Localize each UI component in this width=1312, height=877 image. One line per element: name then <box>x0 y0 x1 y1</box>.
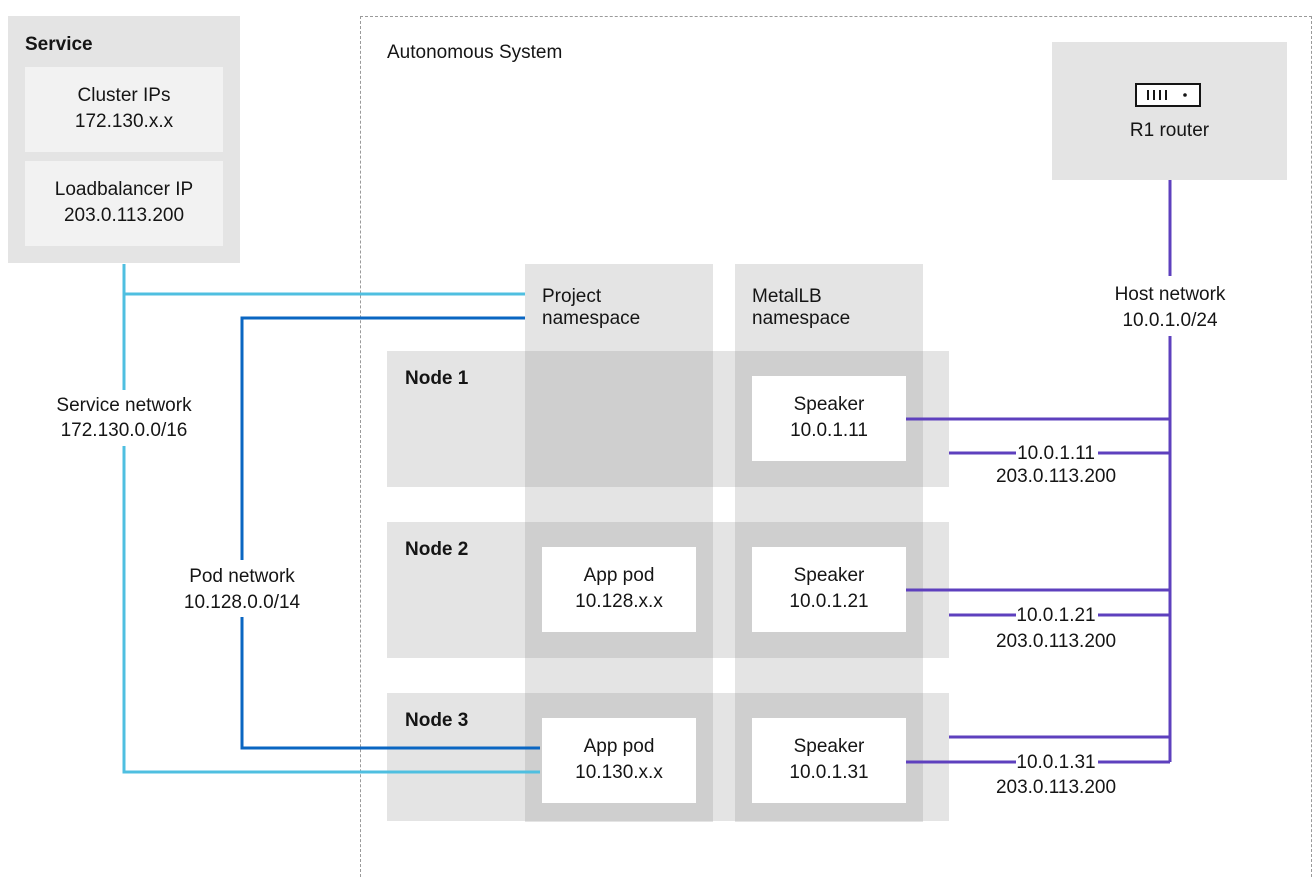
pod-network-label: Pod network <box>189 566 295 587</box>
cluster-ips-box <box>25 67 223 152</box>
router-icon <box>1135 83 1201 107</box>
router-label: R1 router <box>1129 120 1210 141</box>
node-3-bgp-ip: 10.0.1.31 <box>1016 752 1096 773</box>
node-1-bgp-ip: 10.0.1.11 <box>1017 443 1095 464</box>
service-network-lines <box>122 264 540 774</box>
service-network-label: Service network <box>24 394 224 417</box>
node-1-project-overlap <box>525 351 713 487</box>
project-namespace-label-line1: Project <box>542 286 602 307</box>
loadbalancer-ip-value: 203.0.113.200 <box>63 205 185 226</box>
metallb-namespace-label-line2: namespace <box>752 308 851 329</box>
node-1-speaker-label: Speaker <box>793 394 865 415</box>
service-network-lower-line <box>122 446 540 774</box>
project-namespace-label-line2: namespace <box>542 308 641 329</box>
host-network-cidr: 10.0.1.0/24 <box>1122 310 1218 331</box>
router-box <box>1052 42 1287 180</box>
node-2-bgp-ip: 10.0.1.21 <box>1016 605 1096 626</box>
node-3-app-pod-box <box>542 718 696 803</box>
node-3-app-pod-label: App pod <box>583 736 655 757</box>
node-2-app-pod-box <box>542 547 696 632</box>
node-2-speaker-ip: 10.0.1.21 <box>789 591 869 612</box>
node-3-label: Node 3 <box>405 710 469 731</box>
node-1-speaker-ip: 10.0.1.11 <box>790 420 868 441</box>
pod-network-lower-line <box>240 617 540 750</box>
node-2-bgp-vip: 203.0.113.200 <box>995 631 1117 652</box>
loadbalancer-ip-box <box>25 161 223 246</box>
node-3-app-pod-ip: 10.130.x.x <box>575 762 663 783</box>
loadbalancer-ip-label: Loadbalancer IP <box>54 179 194 200</box>
node-3-speaker-ip: 10.0.1.31 <box>789 762 869 783</box>
node-2-speaker-box <box>752 547 906 632</box>
service-title: Service <box>25 34 93 55</box>
node-3-bgp-vip: 203.0.113.200 <box>995 777 1117 798</box>
cluster-ips-value: 172.130.x.x <box>74 111 174 132</box>
node-2-label: Node 2 <box>405 539 469 560</box>
host-network-label: Host network <box>1114 284 1226 305</box>
pod-network-cidr: 10.128.0.0/14 <box>183 592 301 613</box>
node-2-app-pod-ip: 10.128.x.x <box>575 591 663 612</box>
node-1-bgp-vip: 203.0.113.200 <box>995 466 1117 487</box>
node-3-speaker-label: Speaker <box>793 736 865 757</box>
node-3-speaker-box <box>752 718 906 803</box>
node-1-label: Node 1 <box>405 368 469 389</box>
node-2-app-pod-label: App pod <box>583 565 655 586</box>
service-network-cidr: 172.130.0.0/16 <box>24 419 224 442</box>
node-2-speaker-label: Speaker <box>793 565 865 586</box>
pod-network-upper-line <box>240 316 525 560</box>
metallb-namespace-label-line1: MetalLB <box>752 286 822 307</box>
host-network-lines <box>906 180 1172 764</box>
autonomous-system-label: Autonomous System <box>387 42 563 63</box>
cluster-ips-label: Cluster IPs <box>77 85 171 106</box>
node-1-speaker-box <box>752 376 906 461</box>
pod-network-lines <box>240 316 540 750</box>
